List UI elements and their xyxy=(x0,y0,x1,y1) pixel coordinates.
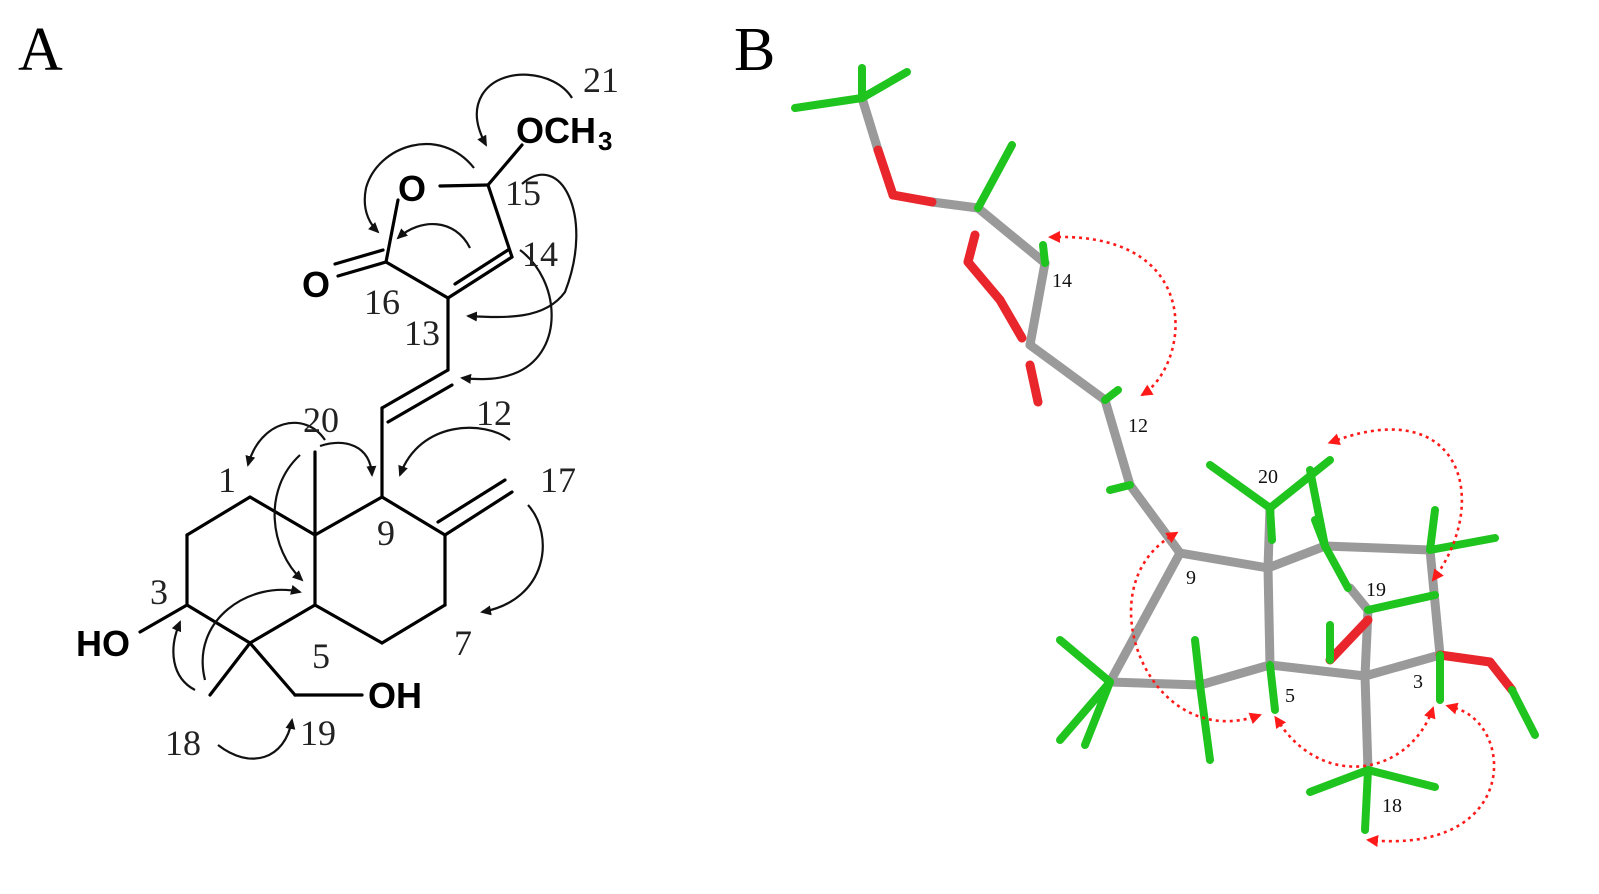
num-15: 15 xyxy=(505,173,541,213)
num-13: 13 xyxy=(404,313,440,353)
num-19: 19 xyxy=(300,713,336,753)
b-num-19: 19 xyxy=(1366,579,1386,601)
num-1: 1 xyxy=(218,460,236,500)
och3-label: OCH xyxy=(516,110,596,151)
b-num-3: 3 xyxy=(1413,671,1423,693)
hmbc-arrows xyxy=(171,73,578,760)
carbon-numbers-b: 14 12 20 9 19 5 3 18 xyxy=(1052,270,1423,817)
num-17: 17 xyxy=(540,460,576,500)
carbonyl-oxygen-label: O xyxy=(302,264,330,305)
num-14: 14 xyxy=(522,234,558,274)
panel-a: A xyxy=(18,16,619,763)
ring-oxygen-label: O xyxy=(398,168,426,209)
b-num-12: 12 xyxy=(1128,415,1148,437)
hydroxy-3-label: HO xyxy=(76,623,130,664)
num-9: 9 xyxy=(377,513,395,553)
carbon-numbers-a: 21 15 14 16 13 12 20 17 1 9 3 5 7 18 19 xyxy=(150,60,619,763)
b-num-9: 9 xyxy=(1186,567,1196,589)
atom-labels: OCH 3 O O HO OH xyxy=(76,110,612,716)
panel-b-letter: B xyxy=(734,16,775,84)
b-num-18: 18 xyxy=(1382,795,1402,817)
panel-b: B xyxy=(734,16,1539,847)
num-12: 12 xyxy=(476,393,512,433)
num-7: 7 xyxy=(454,623,472,663)
num-5: 5 xyxy=(312,636,330,676)
b-num-14: 14 xyxy=(1052,270,1072,292)
model-oxygen-bonds xyxy=(873,145,1517,695)
num-20: 20 xyxy=(303,400,339,440)
num-3: 3 xyxy=(150,572,168,612)
panel-a-letter: A xyxy=(18,16,63,84)
num-18: 18 xyxy=(165,723,201,763)
structure-a-bonds xyxy=(138,143,524,697)
model-carbon-bonds xyxy=(857,93,1445,775)
model-hydrogen-bonds xyxy=(791,64,1539,834)
hydroxy-19-label: OH xyxy=(368,675,422,716)
och3-subscript: 3 xyxy=(598,126,612,156)
b-num-5: 5 xyxy=(1285,685,1295,707)
num-21: 21 xyxy=(583,60,619,100)
num-16: 16 xyxy=(364,282,400,322)
noe-correlations xyxy=(1048,230,1496,847)
b-num-20: 20 xyxy=(1258,466,1278,488)
